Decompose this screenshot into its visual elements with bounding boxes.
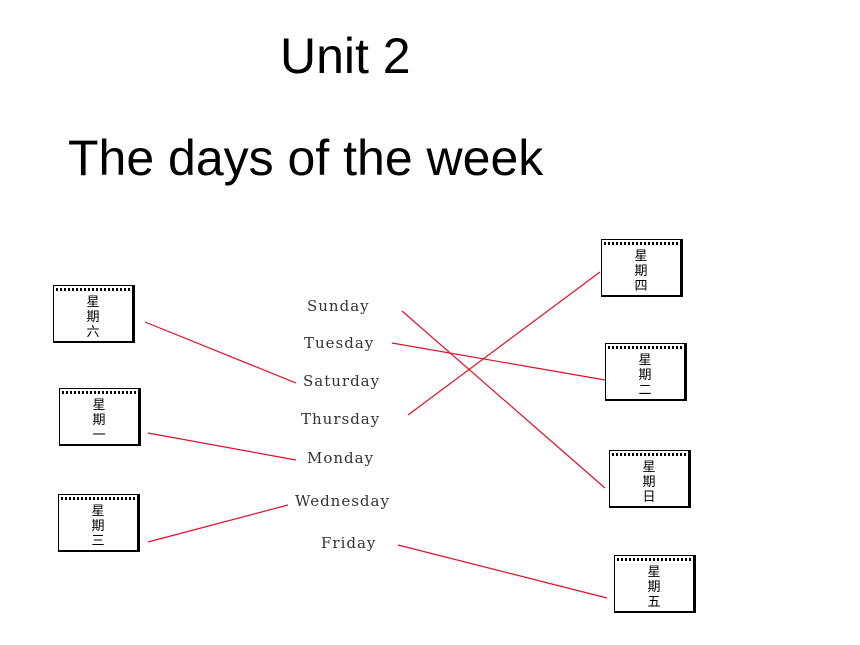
calendar-rings-icon <box>62 391 136 394</box>
calendar-card-sunday: 星 期 日 <box>609 450 691 508</box>
page-title: The days of the week <box>68 130 544 186</box>
line-saturday <box>144 321 297 384</box>
calendar-rings-icon <box>604 242 678 245</box>
calendar-text: 二 <box>638 383 652 398</box>
calendar-text: 一 <box>92 428 106 443</box>
calendar-card-saturday: 星 期 六 <box>53 285 135 343</box>
calendar-text: 三 <box>91 534 105 549</box>
calendar-text: 星 <box>86 295 100 310</box>
calendar-rings-icon <box>612 453 686 456</box>
calendar-text: 日 <box>642 490 656 505</box>
word-saturday: Saturday <box>303 372 381 390</box>
calendar-card-monday: 星 期 一 <box>59 388 141 446</box>
word-tuesday: Tuesday <box>304 334 375 352</box>
calendar-text: 星 <box>91 504 105 519</box>
calendar-rings-icon <box>61 497 135 500</box>
calendar-text: 星 <box>642 460 656 475</box>
calendar-text: 期 <box>92 413 106 428</box>
calendar-text: 期 <box>634 264 648 279</box>
line-monday <box>147 432 297 461</box>
calendar-card-thursday: 星 期 四 <box>601 239 683 297</box>
calendar-text: 期 <box>647 580 661 595</box>
calendar-text: 五 <box>647 595 661 610</box>
calendar-text: 期 <box>638 368 652 383</box>
line-wednesday <box>147 504 289 543</box>
calendar-text: 六 <box>86 325 100 340</box>
line-thursday <box>407 271 601 416</box>
line-sunday <box>401 310 606 489</box>
line-friday <box>397 544 608 599</box>
calendar-text: 星 <box>634 249 648 264</box>
calendar-text: 星 <box>92 398 106 413</box>
word-friday: Friday <box>321 534 377 552</box>
word-sunday: Sunday <box>307 297 370 315</box>
unit-title: Unit 2 <box>280 28 411 84</box>
word-thursday: Thursday <box>301 410 381 428</box>
line-tuesday <box>391 342 606 381</box>
word-monday: Monday <box>307 449 375 467</box>
calendar-text: 星 <box>638 353 652 368</box>
calendar-card-friday: 星 期 五 <box>614 555 696 613</box>
calendar-card-tuesday: 星 期 二 <box>605 343 687 401</box>
calendar-rings-icon <box>56 288 130 291</box>
calendar-text: 四 <box>634 279 648 294</box>
calendar-text: 星 <box>647 565 661 580</box>
calendar-text: 期 <box>91 519 105 534</box>
word-wednesday: Wednesday <box>295 492 390 510</box>
calendar-text: 期 <box>86 310 100 325</box>
calendar-rings-icon <box>617 558 691 561</box>
calendar-card-wednesday: 星 期 三 <box>58 494 140 552</box>
calendar-rings-icon <box>608 346 682 349</box>
calendar-text: 期 <box>642 475 656 490</box>
